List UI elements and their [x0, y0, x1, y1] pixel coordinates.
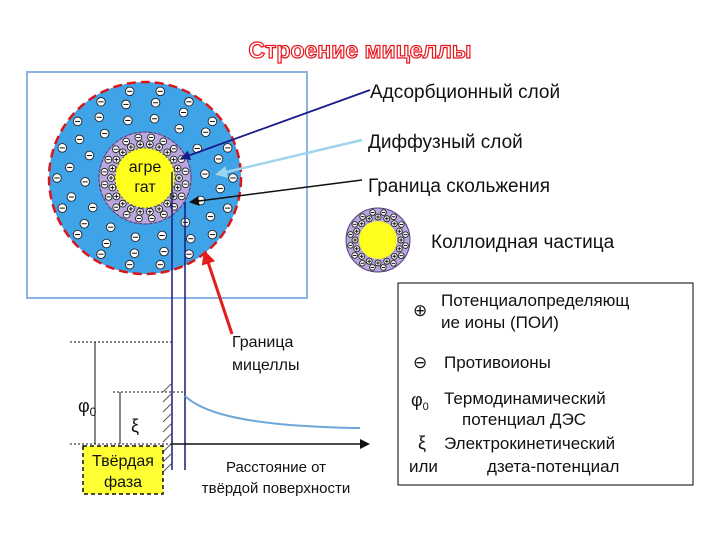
slip-boundary-label: Граница скольжения — [368, 176, 550, 197]
colloid-particle-core — [359, 221, 397, 259]
solid-phase-label-1: Твёрдая — [92, 453, 154, 470]
aggregate-label-2: гат — [134, 179, 156, 196]
legend-xi-symbol: ξ — [418, 433, 426, 453]
legend-xi-label-1: Электрокинетический — [444, 434, 615, 453]
legend-xi-label-or: или — [409, 457, 438, 476]
solid-surface-hatching — [163, 384, 171, 472]
legend-counterion-label: Противоионы — [444, 353, 551, 372]
potential-curve — [185, 396, 360, 428]
legend-poi-label-1: Потенциалопределяющ — [441, 291, 629, 310]
colloid-particle-label: Коллоидная частица — [431, 232, 615, 253]
micelle-boundary-arrow — [205, 253, 232, 334]
xi-axis-label: ξ — [131, 416, 139, 436]
colloid-particle — [346, 208, 410, 272]
micelle-boundary-label-2: мицеллы — [232, 357, 299, 374]
distance-label-1: Расстояние от — [226, 459, 326, 476]
distance-label-2: твёрдой поверхности — [202, 480, 350, 497]
micelle-boundary-label-1: Граница — [232, 334, 294, 351]
legend-xi-label-2: дзета-потенциал — [487, 457, 619, 476]
diagram-title: Строение мицеллы — [249, 37, 472, 63]
diffuse-layer-label: Диффузный слой — [368, 132, 523, 153]
legend-counterion-symbol: ⊖ — [413, 353, 427, 372]
legend-poi-label-2: ие ионы (ПОИ) — [441, 313, 559, 332]
phi0-axis-label: φ0 — [78, 396, 97, 419]
legend-phi-label-1: Термодинамический — [444, 389, 606, 408]
solid-phase-label-2: фаза — [104, 474, 142, 491]
aggregate-label-1: агре — [129, 159, 162, 176]
micelle: агре гат — [49, 82, 241, 274]
legend-phi-label-2: потенциал ДЭС — [462, 410, 586, 429]
adsorption-layer-label: Адсорбционный слой — [370, 82, 560, 103]
legend: ⊕ Потенциалопределяющ ие ионы (ПОИ) ⊖ Пр… — [398, 283, 693, 485]
legend-poi-symbol: ⊕ — [413, 301, 427, 320]
